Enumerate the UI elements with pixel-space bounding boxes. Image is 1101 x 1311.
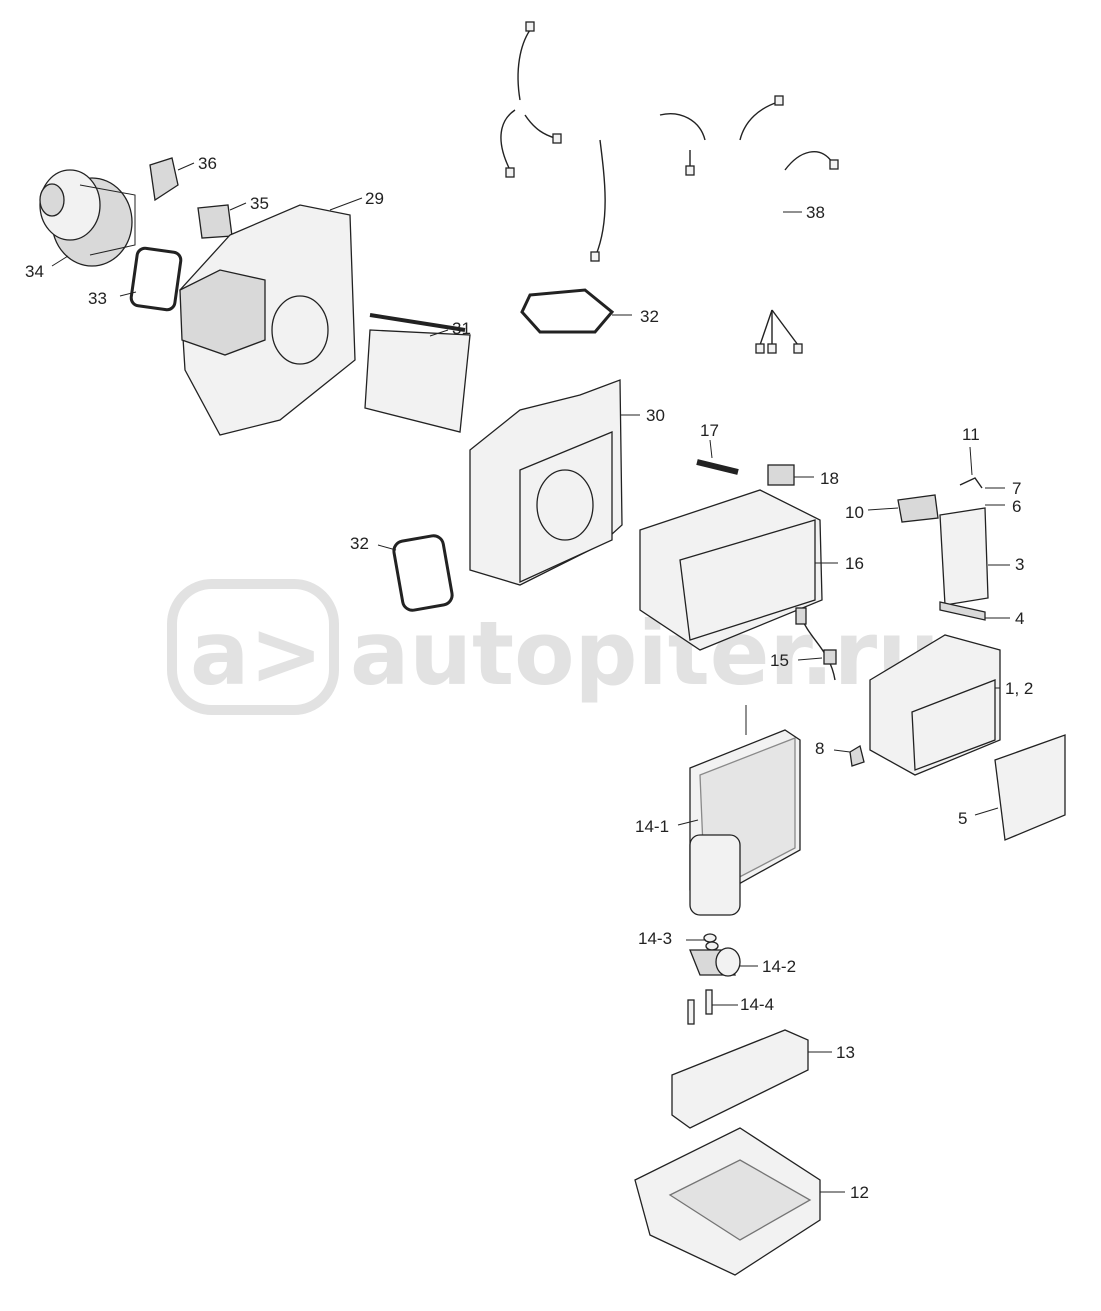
callout-6: 6 bbox=[1012, 497, 1021, 516]
case-16 bbox=[639, 489, 838, 651]
tray-12 bbox=[634, 1127, 845, 1276]
watermark-text: autopiter.ru bbox=[350, 602, 940, 705]
callout-17: 17 bbox=[700, 421, 719, 440]
callout-4: 4 bbox=[1015, 609, 1024, 628]
callout-16: 16 bbox=[845, 554, 864, 573]
callout-35: 35 bbox=[250, 194, 269, 213]
callout-3: 3 bbox=[1015, 555, 1024, 574]
case-1-2 bbox=[869, 634, 1001, 776]
callout-14-1: 14-1 bbox=[635, 817, 669, 836]
callout-18: 18 bbox=[820, 469, 839, 488]
callout-14-2: 14-2 bbox=[762, 957, 796, 976]
callout-33: 33 bbox=[88, 289, 107, 308]
wiring-harness bbox=[500, 21, 839, 354]
gasket-32-upper bbox=[520, 288, 632, 334]
callout-30: 30 bbox=[646, 406, 665, 425]
expansion-valve-group bbox=[686, 933, 758, 1025]
callout-11: 11 bbox=[962, 425, 980, 444]
callout-8: 8 bbox=[815, 739, 824, 758]
callout-32-upper: 32 bbox=[640, 307, 659, 326]
gasket-33 bbox=[119, 246, 183, 312]
rod-17 bbox=[696, 439, 739, 475]
evaporator-14-1 bbox=[677, 705, 801, 916]
gasket-32-lower bbox=[377, 534, 454, 612]
callout-7: 7 bbox=[1012, 479, 1021, 498]
strip-4 bbox=[939, 601, 1010, 621]
callout-10: 10 bbox=[845, 503, 864, 522]
callout-5: 5 bbox=[958, 809, 967, 828]
blower-motor bbox=[39, 169, 136, 267]
filter-3 bbox=[939, 507, 1010, 606]
callout-14-4: 14-4 bbox=[740, 995, 774, 1014]
callout-12: 12 bbox=[850, 1183, 869, 1202]
callout-1-2: 1, 2 bbox=[1005, 679, 1033, 698]
filter-31 bbox=[364, 313, 471, 433]
callout-31: 31 bbox=[452, 319, 471, 338]
filter-5 bbox=[974, 734, 1066, 841]
relay-18 bbox=[767, 464, 814, 486]
callout-36: 36 bbox=[198, 154, 217, 173]
callout-14-3: 14-3 bbox=[638, 929, 672, 948]
cover-13 bbox=[671, 1029, 832, 1129]
callout-38: 38 bbox=[806, 203, 825, 222]
sensor-15 bbox=[795, 607, 837, 681]
callout-32-lower: 32 bbox=[350, 534, 369, 553]
actuator-10 bbox=[867, 446, 1005, 523]
case-30 bbox=[469, 379, 640, 586]
actuator-36 bbox=[149, 157, 195, 202]
blower-housing bbox=[179, 197, 363, 436]
watermark-logo: a> bbox=[190, 602, 323, 705]
callout-13: 13 bbox=[836, 1043, 855, 1062]
callout-29: 29 bbox=[365, 189, 384, 208]
watermark: a> autopiter.ru bbox=[167, 579, 940, 715]
callout-34: 34 bbox=[25, 262, 44, 281]
callout-15: 15 bbox=[770, 651, 789, 670]
clip-8 bbox=[833, 744, 865, 767]
